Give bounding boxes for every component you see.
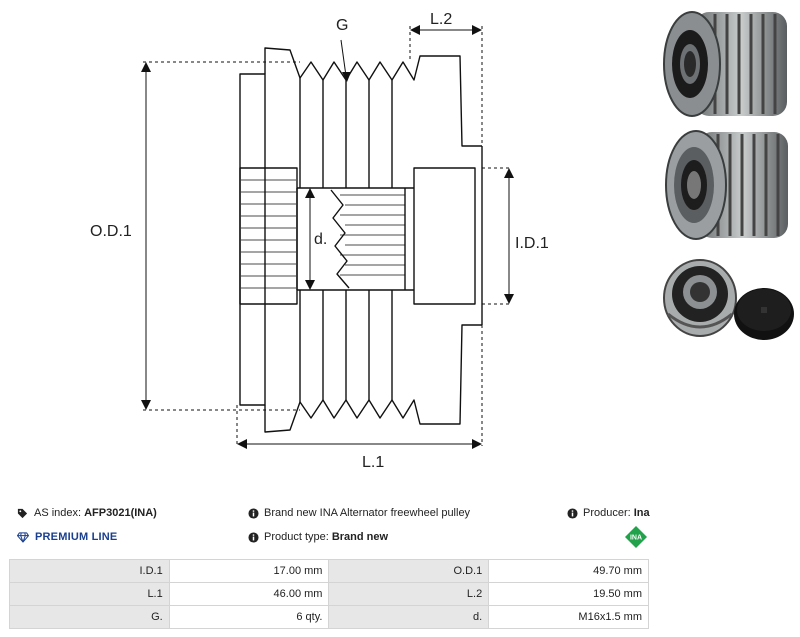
spec-value: 6 qty. xyxy=(168,605,330,629)
spec-label: I.D.1 xyxy=(9,559,170,583)
technical-drawing: O.D.1 I.D.1 L.1 L.2 G d. xyxy=(90,11,549,471)
as-index: AS index: AFP3021(INA) xyxy=(16,507,157,519)
l1-label: L.1 xyxy=(362,454,384,471)
inner-bore-right xyxy=(413,167,476,305)
description-text: Brand new INA Alternator freewheel pulle… xyxy=(264,507,471,519)
as-index-label: AS index: xyxy=(34,507,82,519)
product-description: Brand new INA Alternator freewheel pulle… xyxy=(248,507,470,519)
producer: Producer: Ina xyxy=(567,507,650,519)
product-type: Product type: Brand new xyxy=(248,531,388,543)
threaded-bore xyxy=(296,187,414,291)
ina-logo-icon: INA xyxy=(625,526,647,548)
spec-value: 46.00 mm xyxy=(168,582,330,606)
spec-label: O.D.1 xyxy=(328,559,490,583)
spec-value: M16x1.5 mm xyxy=(488,605,649,629)
spec-label: L.2 xyxy=(328,582,490,606)
info-icon xyxy=(248,531,259,543)
pulley-groove-profile-top xyxy=(264,47,482,147)
producer-value: Ina xyxy=(633,507,650,519)
pulley-back-flange xyxy=(239,73,266,406)
premium-line-text: PREMIUM LINE xyxy=(35,531,118,543)
specifications-table: I.D.1 17.00 mm O.D.1 49.70 mm L.1 46.00 … xyxy=(9,559,649,629)
table-row: G. 6 qty. d. M16x1.5 mm xyxy=(9,605,649,629)
info-icon xyxy=(567,507,578,519)
id-label: I.D.1 xyxy=(515,235,549,252)
diamond-icon xyxy=(16,531,30,543)
spec-label: d. xyxy=(328,605,490,629)
product-photo-with-cap[interactable] xyxy=(660,252,800,344)
tag-icon xyxy=(17,508,28,518)
product-type-label: Product type: xyxy=(264,531,329,543)
spec-value: 17.00 mm xyxy=(168,559,330,583)
premium-line-badge: PREMIUM LINE xyxy=(16,531,117,543)
g-leader-line xyxy=(340,39,347,77)
splined-shaft xyxy=(239,167,298,305)
producer-label: Producer: xyxy=(583,507,631,519)
product-type-value: Brand new xyxy=(331,531,389,543)
table-row: L.1 46.00 mm L.2 19.50 mm xyxy=(9,582,649,606)
svg-text:INA: INA xyxy=(630,535,642,542)
spec-label: L.1 xyxy=(9,582,170,606)
pulley-groove-profile-bottom xyxy=(264,324,482,433)
product-photo-front[interactable] xyxy=(660,4,795,124)
spec-value: 19.50 mm xyxy=(488,582,649,606)
as-index-value: AFP3021(INA) xyxy=(84,507,157,519)
spec-value: 49.70 mm xyxy=(488,559,649,583)
info-icon xyxy=(248,507,259,519)
od-label: O.D.1 xyxy=(90,223,132,240)
thread-zigzag xyxy=(330,189,350,289)
spec-label: G. xyxy=(9,605,170,629)
table-row: I.D.1 17.00 mm O.D.1 49.70 mm xyxy=(9,559,649,583)
product-photo-side[interactable] xyxy=(660,124,795,246)
d-label: d. xyxy=(314,231,327,248)
g-label: G xyxy=(336,17,348,34)
l2-label: L.2 xyxy=(430,11,452,28)
